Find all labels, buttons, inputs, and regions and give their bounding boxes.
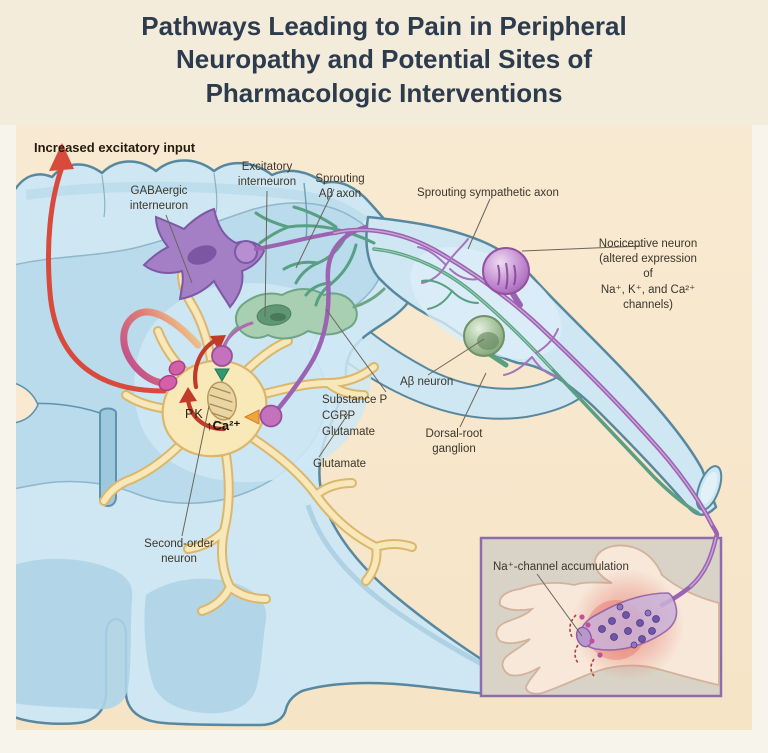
label-excitatory-interneuron: Excitatory interneuron — [237, 161, 297, 189]
label-nociceptive-neuron: Nociceptive neuron (altered expression o… — [598, 238, 698, 311]
synaptic-bouton — [158, 374, 178, 392]
sympathetic-sprouts — [417, 238, 559, 378]
label-na-channel-accumulation: Na⁺-channel accumulation — [493, 561, 629, 573]
nerve-terminal-funnel — [579, 592, 678, 651]
peripheral-axons — [331, 227, 720, 540]
title-band: Pathways Leading to Pain in Peripheral N… — [0, 0, 768, 125]
synapse-markers — [211, 345, 283, 428]
gabaergic-interneuron-cell — [142, 207, 336, 309]
sprouting-ab-axon-path — [275, 224, 369, 412]
signaling-cycle-arrows — [179, 335, 227, 432]
figure-panel: Increased excitatory input GABAergic int… — [16, 125, 752, 730]
label-substance-p-cgrp-glutamate: Substance P CGRP Glutamate — [322, 394, 388, 438]
nucleus — [187, 245, 217, 265]
label-sprouting-ab-axon: Sprouting Aβ axon — [315, 173, 365, 201]
label-pk: PK — [185, 407, 204, 421]
sprouting-green-tree — [254, 205, 376, 307]
projection-stream — [120, 308, 202, 392]
synaptic-bouton — [168, 360, 186, 376]
leader-lines — [165, 188, 643, 637]
na-accumulation-inset — [479, 534, 723, 698]
label-sprouting-sympathetic-axon: Sprouting sympathetic axon — [417, 187, 559, 199]
label-second-order-neuron: Second-order neuron — [144, 538, 214, 566]
page-title: Pathways Leading to Pain in Peripheral N… — [141, 11, 627, 108]
label-dorsal-root-ganglion: Dorsal-root ganglion — [425, 428, 483, 456]
label-ab-neuron: Aβ neuron — [400, 376, 454, 388]
green-sprouts — [421, 279, 479, 310]
label-calcium-increase: ↑Ca²⁺ — [206, 418, 241, 433]
label-increased-excitatory-input: Increased excitatory input — [34, 140, 196, 155]
second-order-neuron-cell — [99, 270, 417, 616]
label-glutamate: Glutamate — [313, 458, 367, 470]
increased-input-arrow — [46, 143, 167, 394]
illustration-canvas — [16, 143, 723, 727]
na-channel-dots — [598, 603, 660, 649]
label-gabaergic-interneuron: GABAergic interneuron — [129, 185, 189, 213]
nociceptive-neuron-cell — [482, 247, 530, 308]
